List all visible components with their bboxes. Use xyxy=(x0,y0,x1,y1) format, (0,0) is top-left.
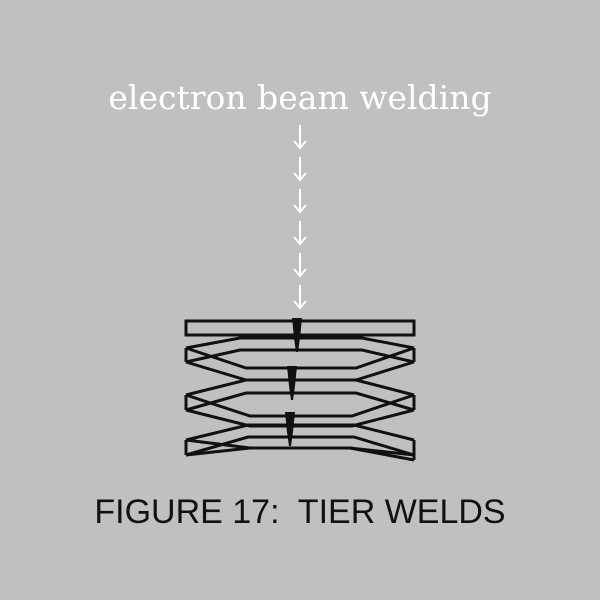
bellows-segment-2-lower xyxy=(185,360,415,382)
figure-caption: FIGURE 17: TIER WELDS xyxy=(94,493,506,531)
bellows-segment-1-upper xyxy=(185,336,415,350)
bellows-segment-5-lower xyxy=(185,435,415,457)
beam-arrow xyxy=(293,285,307,310)
weld-bead xyxy=(292,318,302,352)
beam-arrow xyxy=(293,189,307,214)
weld-bead xyxy=(285,412,295,446)
beam-label: electron beam welding xyxy=(108,78,492,117)
beam-arrows xyxy=(293,125,307,310)
beam-arrow xyxy=(293,125,307,150)
weld-bead xyxy=(287,366,297,400)
beam-arrow xyxy=(293,221,307,246)
bellows-bottom-lower xyxy=(185,446,415,457)
bellows-segment-3-lower xyxy=(185,391,415,412)
bellows-segment-4-upper xyxy=(185,393,415,418)
bellows-segment-3-upper xyxy=(185,378,415,397)
beam-arrow xyxy=(293,157,307,182)
bellows-segment-2-upper xyxy=(185,346,415,370)
bellows-segment-5-upper xyxy=(185,423,415,442)
bellows-stack xyxy=(184,319,416,462)
beam-arrow xyxy=(293,253,307,278)
weld-beads xyxy=(285,318,302,446)
